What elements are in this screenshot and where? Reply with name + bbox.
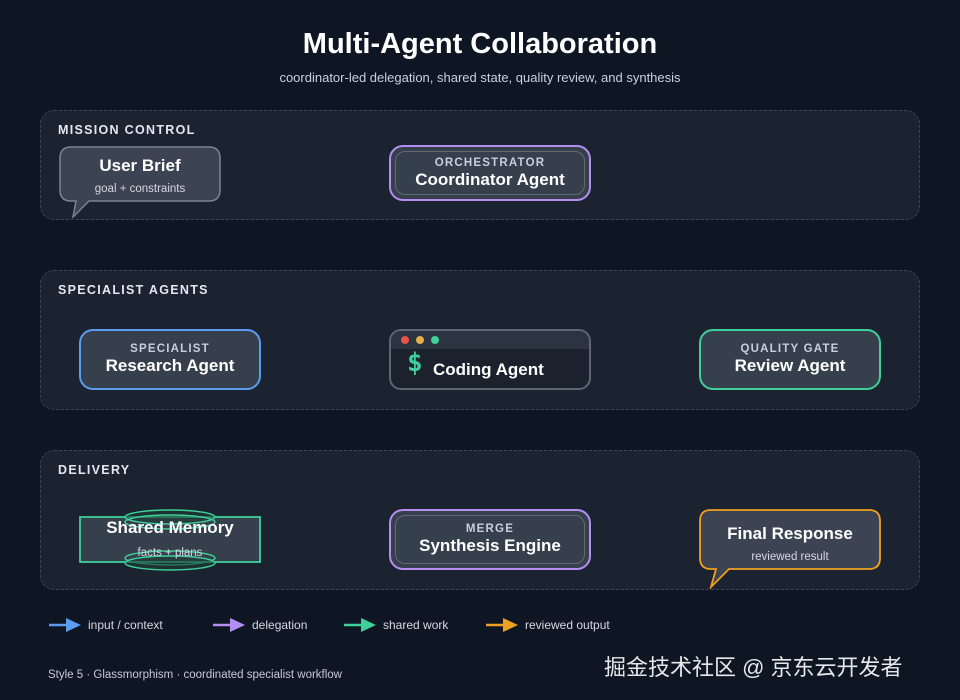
diagram-title: Multi-Agent Collaboration <box>302 28 658 60</box>
terminal-prompt-icon: $ <box>407 348 423 378</box>
section-label-delivery: DELIVERY <box>58 463 131 477</box>
source-watermark: 掘金技术社区 @ 京东云开发者 <box>604 655 903 680</box>
memory-name: Shared Memory <box>106 518 234 537</box>
coordinator-agent-node: ORCHESTRATOR Coordinator Agent <box>389 145 591 201</box>
legend-item-delegation: delegation <box>212 617 307 633</box>
coordinator-kicker: ORCHESTRATOR <box>434 156 546 169</box>
green-arrow-icon <box>344 618 376 632</box>
diagram-subtitle: coordinator-led delegation, shared state… <box>279 70 681 85</box>
window-close-dot-icon <box>401 336 409 344</box>
legend-item-shared-work: shared work <box>343 617 448 633</box>
legend-item-input-context: input / context <box>48 617 163 633</box>
window-minimize-dot-icon <box>416 336 424 344</box>
shared-memory-node: Shared Memory facts + plans <box>79 505 261 577</box>
purple-arrow-icon <box>213 618 245 632</box>
user-brief-node: User Brief goal + constraints <box>59 146 221 218</box>
synthesis-name: Synthesis Engine <box>419 536 561 555</box>
synthesis-engine-node: MERGE Synthesis Engine <box>389 509 591 570</box>
orange-arrow-icon <box>486 618 518 632</box>
research-kicker: SPECIALIST <box>130 343 210 355</box>
research-agent-node: SPECIALIST Research Agent <box>79 329 261 390</box>
coding-name: Coding Agent <box>433 360 544 379</box>
section-label-mission-control: MISSION CONTROL <box>58 123 196 137</box>
database-cylinder-shape <box>79 509 261 571</box>
terminal-titlebar <box>391 331 589 349</box>
review-name: Review Agent <box>734 356 846 375</box>
final-sub: reviewed result <box>751 551 829 563</box>
speech-bubble-shape <box>59 146 221 218</box>
user-brief-sub: goal + constraints <box>94 183 186 195</box>
memory-sub: facts + plans <box>137 547 203 559</box>
legend-label: input / context <box>88 618 163 632</box>
speech-bubble-shape <box>699 509 881 589</box>
style-footer-note: Style 5 · Glassmorphism · coordinated sp… <box>48 669 342 681</box>
legend-item-reviewed-output: reviewed output <box>485 617 610 633</box>
legend-label: delegation <box>252 618 308 632</box>
coding-agent-node: $ Coding Agent <box>389 329 591 390</box>
user-brief-name: User Brief <box>99 156 181 175</box>
window-maximize-dot-icon <box>431 336 439 344</box>
legend-label: reviewed output <box>525 618 610 632</box>
final-name: Final Response <box>727 524 853 543</box>
final-response-node: Final Response reviewed result <box>699 509 881 589</box>
research-name: Research Agent <box>105 356 235 375</box>
blue-arrow-icon <box>49 618 81 632</box>
legend-label: shared work <box>383 618 449 632</box>
review-kicker: QUALITY GATE <box>740 343 840 355</box>
section-label-specialist-agents: SPECIALIST AGENTS <box>58 283 209 297</box>
synthesis-kicker: MERGE <box>465 523 515 535</box>
review-agent-node: QUALITY GATE Review Agent <box>699 329 881 390</box>
coordinator-name: Coordinator Agent <box>415 169 565 189</box>
